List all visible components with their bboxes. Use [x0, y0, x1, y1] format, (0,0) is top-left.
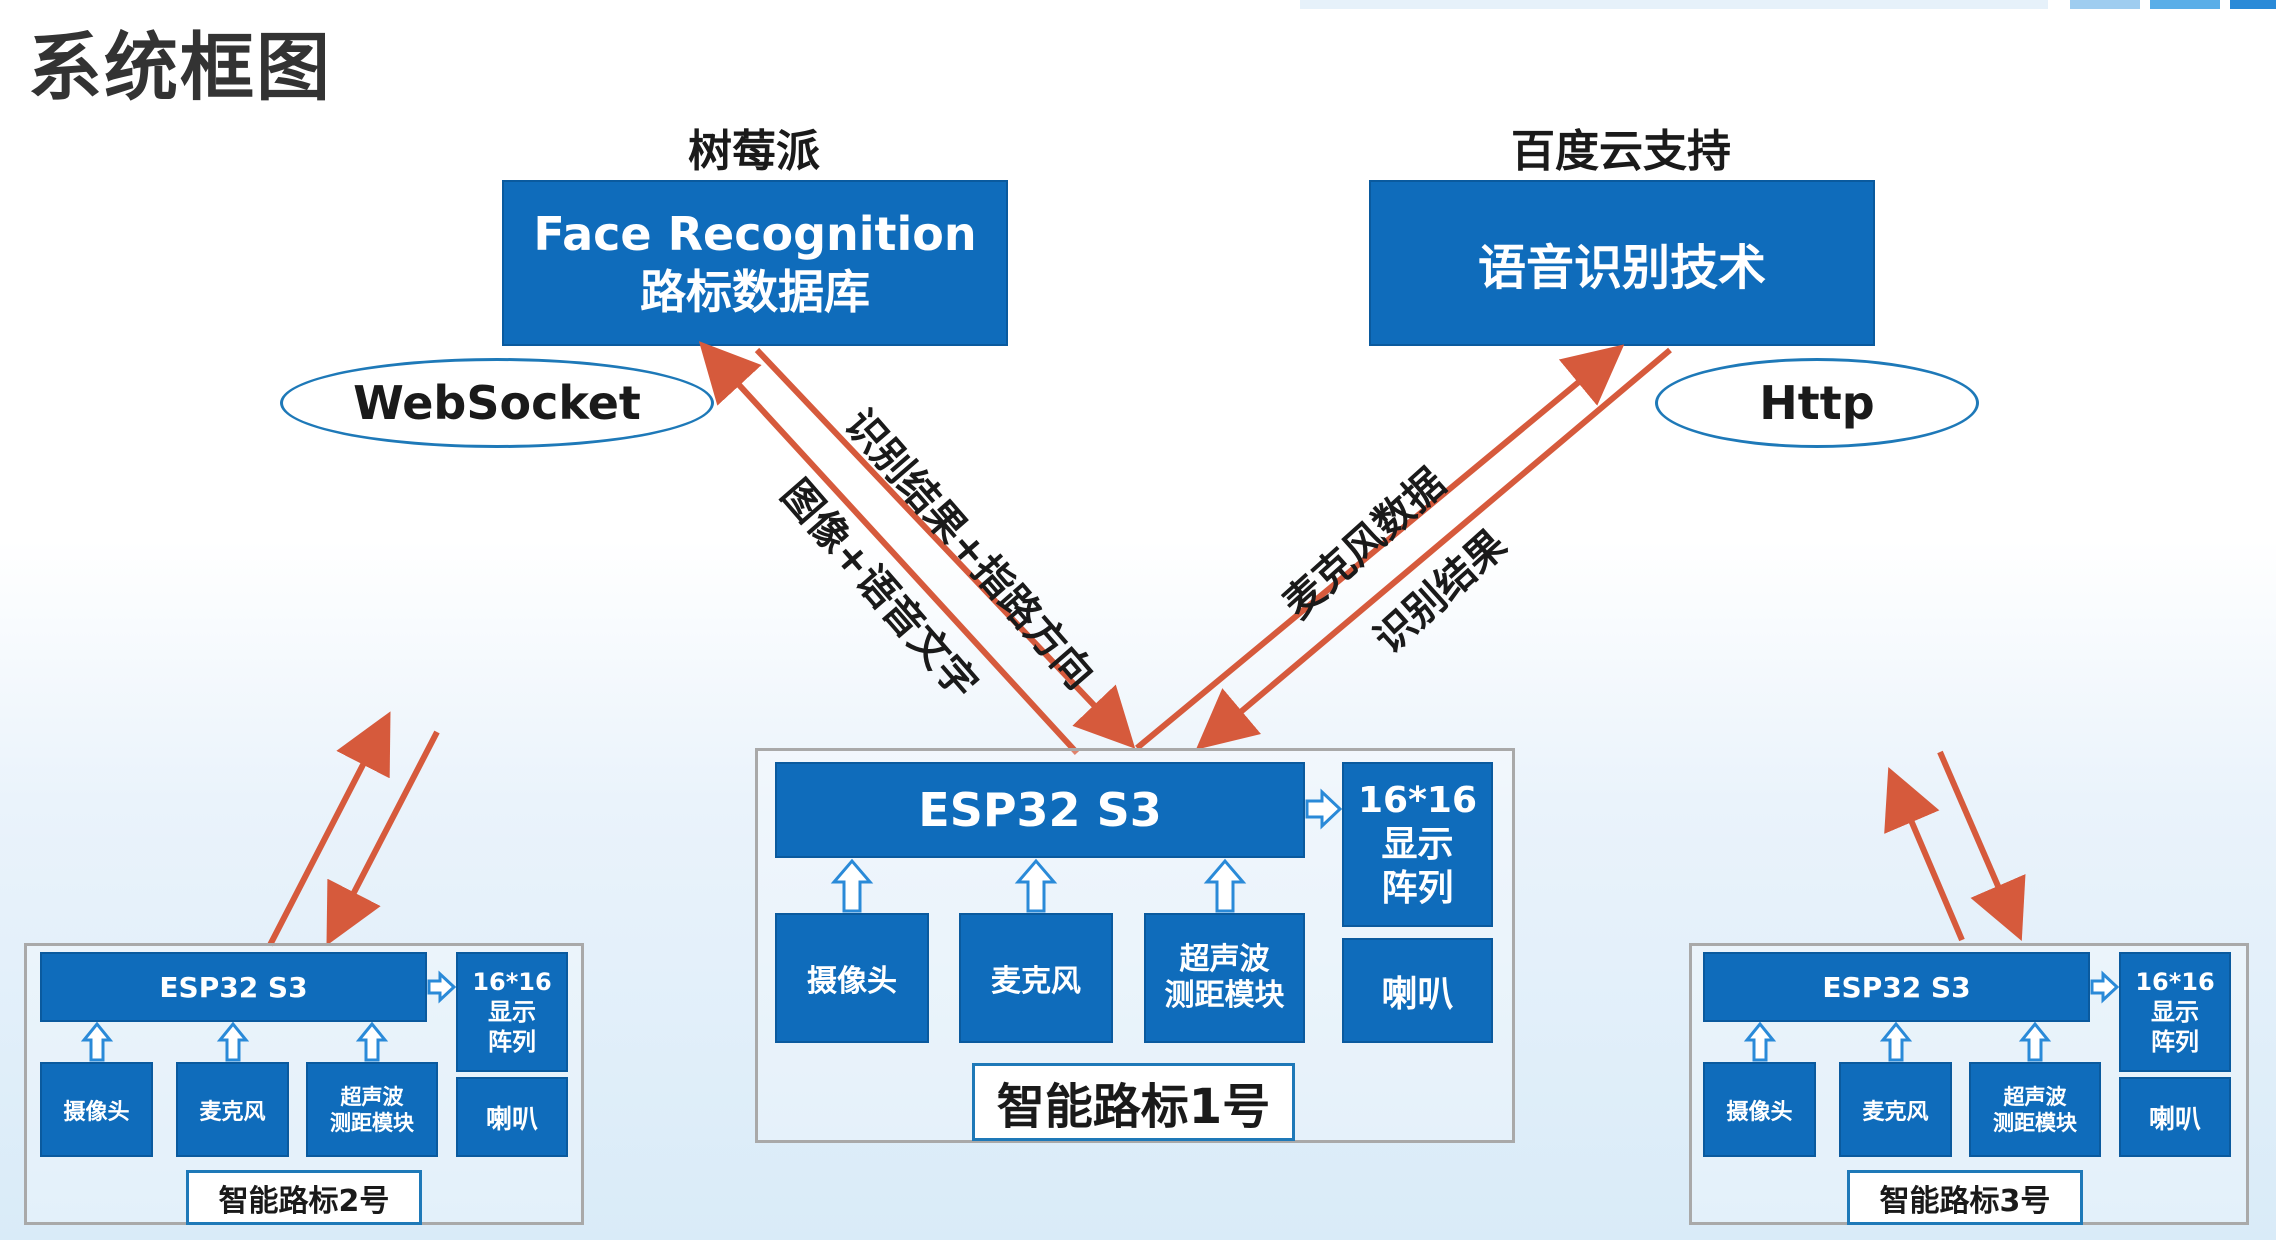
main-camera-up-arrow — [830, 858, 874, 913]
page-title: 系统框图 — [28, 25, 332, 111]
face-recognition-server-box: Face Recognition 路标数据库 — [502, 180, 1008, 346]
arrow-recog-result-to-node — [1195, 347, 1672, 750]
arrow-image-voice-to-pi — [698, 341, 1080, 756]
main-speaker-box: 喇叭 — [1342, 938, 1493, 1043]
left-camera-box: 摄像头 — [40, 1062, 153, 1157]
arrow-recog-direction-to-node — [754, 347, 1136, 749]
main-mic-up-arrow — [1014, 858, 1058, 913]
right-speaker-box: 喇叭 — [2119, 1077, 2231, 1157]
http-protocol-ellipse: Http — [1655, 358, 1979, 448]
right-display-box: 16*16 显示 阵列 — [2119, 952, 2231, 1072]
right-camera-up-arrow — [1743, 1021, 1777, 1062]
right-camera-box: 摄像头 — [1703, 1062, 1816, 1157]
right-node-name: 智能路标3号 — [1847, 1170, 2083, 1225]
left-camera-up-arrow — [80, 1021, 114, 1062]
websocket-protocol-ellipse: WebSocket — [280, 358, 714, 448]
header-decoration-accent-3 — [2230, 0, 2276, 9]
main-display-box: 16*16 显示 阵列 — [1342, 762, 1493, 927]
main-mic-box: 麦克风 — [959, 913, 1113, 1043]
left-node-name: 智能路标2号 — [186, 1170, 422, 1225]
raspberry-pi-caption: 树莓派 — [688, 126, 820, 177]
arrow-right-node-down — [1937, 750, 2026, 942]
left-mic-up-arrow — [216, 1021, 250, 1062]
left-mic-box: 麦克风 — [176, 1062, 289, 1157]
arrow-right-node-up — [1884, 766, 1965, 942]
arrow-left-node-down — [326, 730, 440, 946]
arrow-mic-data-to-cloud — [1135, 344, 1625, 751]
left-esp32-box: ESP32 S3 — [40, 952, 427, 1022]
main-camera-box: 摄像头 — [775, 913, 929, 1043]
main-ultrasonic-up-arrow — [1203, 858, 1247, 913]
header-decoration-accent-2 — [2150, 0, 2220, 9]
right-mic-up-arrow — [1879, 1021, 1913, 1062]
right-ultrasonic-up-arrow — [2018, 1021, 2052, 1062]
main-esp32-box: ESP32 S3 — [775, 762, 1305, 858]
right-display-right-arrow — [2090, 970, 2120, 1004]
right-mic-box: 麦克风 — [1839, 1062, 1952, 1157]
left-ultrasonic-up-arrow — [355, 1021, 389, 1062]
main-ultrasonic-box: 超声波 测距模块 — [1144, 913, 1305, 1043]
right-ultrasonic-box: 超声波 测距模块 — [1969, 1062, 2101, 1157]
header-decoration — [1300, 0, 2048, 9]
left-display-box: 16*16 显示 阵列 — [456, 952, 568, 1072]
face-recognition-label: Face Recognition — [533, 207, 977, 261]
sign-database-label: 路标数据库 — [640, 265, 870, 319]
speech-recognition-label: 语音识别技术 — [1477, 240, 1766, 296]
right-esp32-box: ESP32 S3 — [1703, 952, 2090, 1022]
header-decoration-accent-1 — [2070, 0, 2140, 9]
arrow-left-node-up — [267, 711, 391, 947]
baidu-cloud-caption: 百度云支持 — [1511, 126, 1731, 177]
main-display-right-arrow — [1305, 788, 1343, 830]
main-node-name: 智能路标1号 — [972, 1063, 1295, 1141]
left-ultrasonic-box: 超声波 测距模块 — [306, 1062, 438, 1157]
left-speaker-box: 喇叭 — [456, 1077, 568, 1157]
left-display-right-arrow — [427, 970, 457, 1004]
